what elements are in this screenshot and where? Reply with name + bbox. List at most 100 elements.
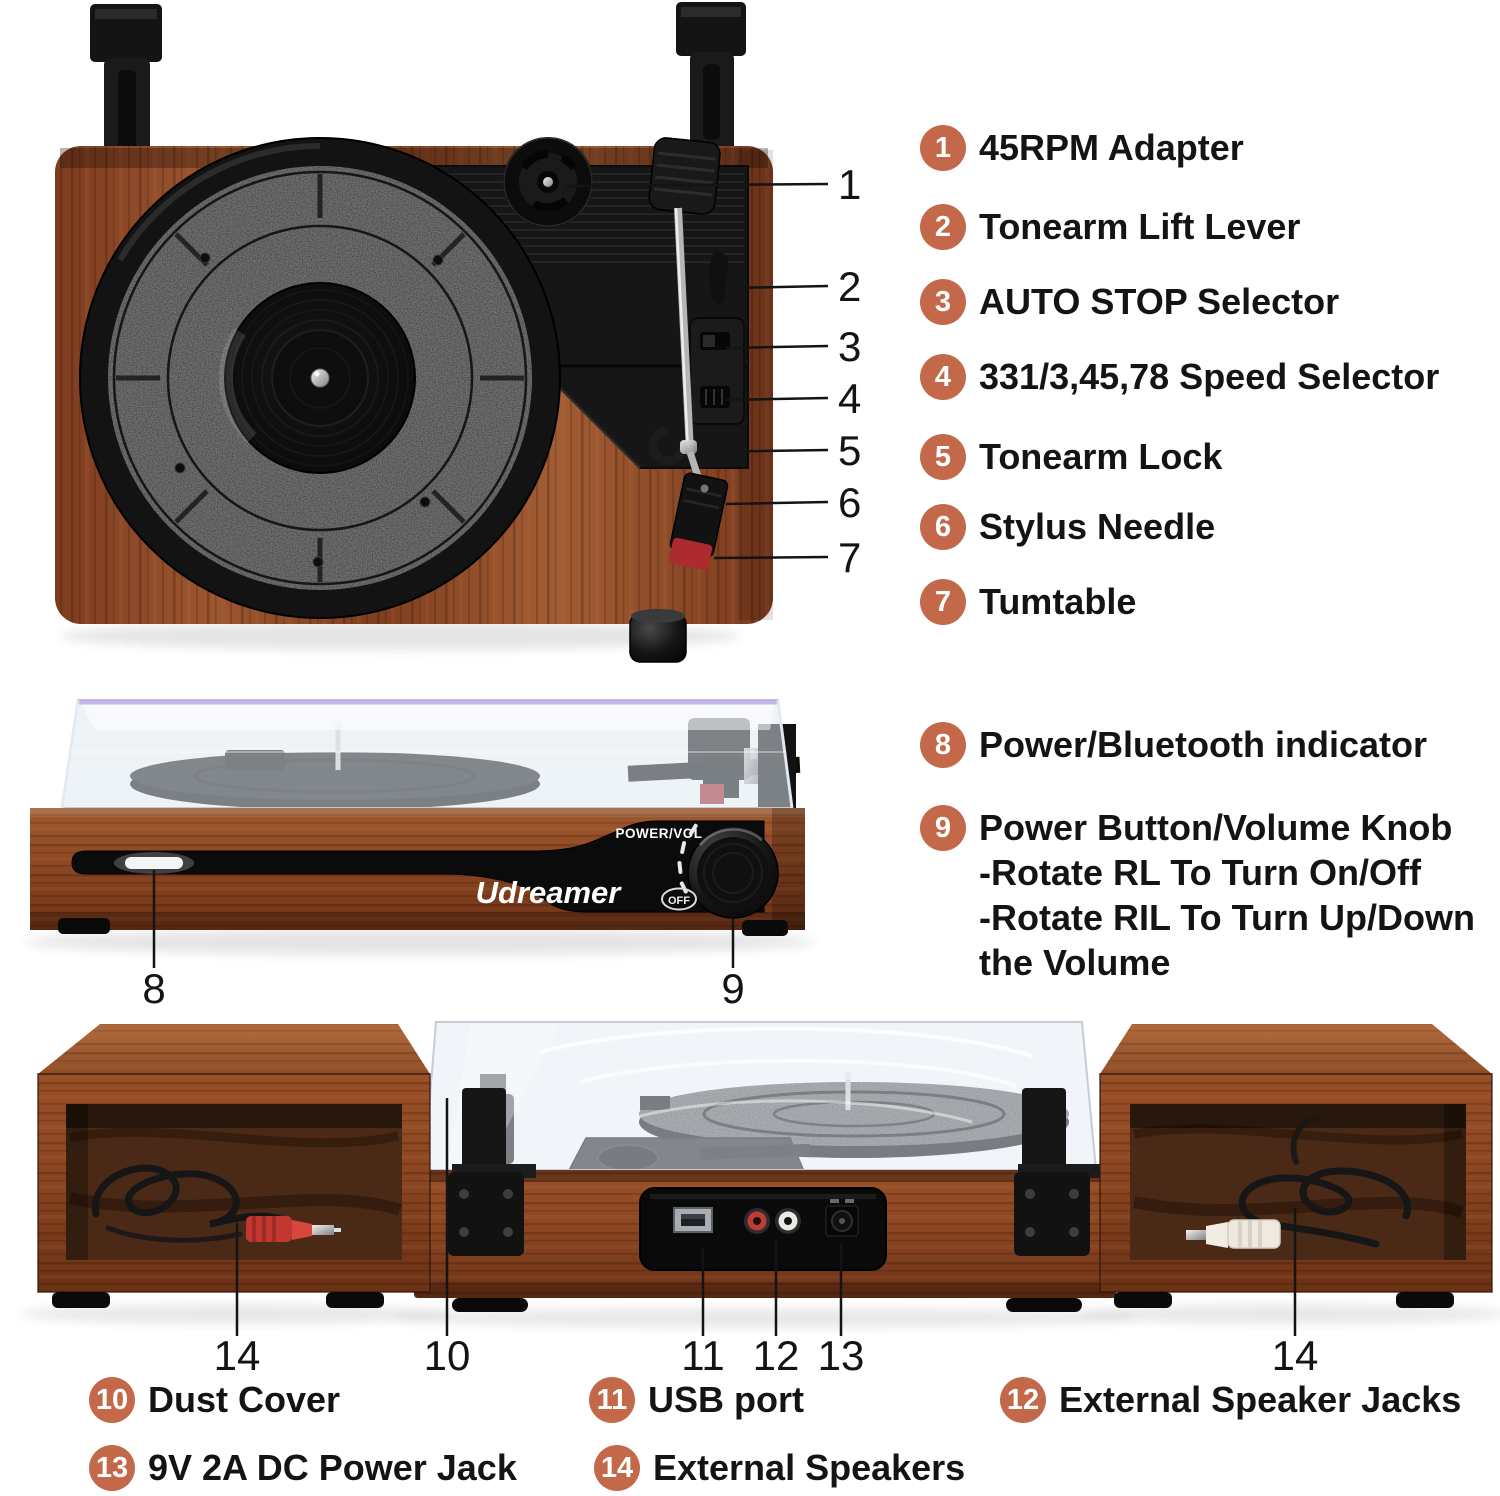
brand-logo: Udreamer bbox=[476, 875, 623, 910]
callout-number-14-left: 14 bbox=[214, 1332, 261, 1378]
legend-badge-6: 6 bbox=[920, 504, 966, 550]
legend-label-11: USB port bbox=[648, 1379, 804, 1420]
tonearm-lock bbox=[648, 426, 697, 466]
legend-item-6: 6 Stylus Needle bbox=[920, 504, 1215, 550]
dust-cover-back bbox=[422, 1021, 1098, 1171]
auto-stop-selector bbox=[689, 317, 745, 425]
vinyl-grooves bbox=[231, 289, 409, 467]
rca-jack-white bbox=[775, 1208, 801, 1234]
legend-label-2: Tonearm Lift Lever bbox=[979, 206, 1301, 247]
legend-item-9: 9 Power Button/Volume Knob -Rotate RL To… bbox=[920, 805, 1475, 985]
callout-number-6: 6 bbox=[838, 479, 861, 526]
usb-port bbox=[673, 1207, 713, 1233]
foot bbox=[326, 1292, 384, 1308]
tonearm-tube bbox=[674, 207, 694, 453]
svg-text:OFF: OFF bbox=[668, 895, 690, 907]
callout-lines-top bbox=[565, 182, 829, 560]
legend-label-9-line2: -Rotate RL To Turn On/Off bbox=[979, 852, 1421, 893]
legend-item-7: 7 Tumtable bbox=[920, 579, 1136, 625]
dust-cover bbox=[60, 699, 794, 809]
callout-number-2: 2 bbox=[838, 263, 861, 310]
callout-number-10: 10 bbox=[424, 1332, 471, 1378]
legend-badge-3: 3 bbox=[920, 279, 966, 325]
shadow bbox=[60, 622, 740, 650]
callout-number-14-right: 14 bbox=[1272, 1332, 1319, 1378]
spindle bbox=[310, 368, 330, 388]
callout-number-7: 7 bbox=[838, 534, 861, 581]
callout-number-8: 8 bbox=[142, 965, 165, 1012]
legend-label-7: Tumtable bbox=[979, 581, 1137, 622]
legend-label-9-line1: Power Button/Volume Knob bbox=[979, 807, 1453, 848]
foot bbox=[1114, 1292, 1172, 1308]
callout-numbers-top: 1 2 3 4 5 6 7 bbox=[838, 161, 861, 581]
off-label: OFF bbox=[661, 887, 697, 911]
legend-badge-10: 10 bbox=[89, 1377, 135, 1423]
legend-badge-14: 14 bbox=[594, 1445, 640, 1491]
legend-label-6: Stylus Needle bbox=[979, 506, 1216, 547]
tonearm-counterweight bbox=[648, 137, 721, 215]
foot bbox=[52, 1292, 110, 1308]
foot bbox=[58, 918, 110, 934]
legend-item-11: 11 USB port bbox=[589, 1377, 804, 1423]
cover-hinge-back-right bbox=[1014, 1088, 1102, 1256]
volume-knob-ticks bbox=[677, 823, 698, 894]
45rpm-adapter bbox=[503, 137, 593, 227]
external-speaker-left bbox=[37, 1024, 431, 1308]
foot bbox=[452, 1298, 528, 1312]
callout-number-5: 5 bbox=[838, 427, 861, 474]
legend-item-10: 10 Dust Cover bbox=[89, 1377, 340, 1423]
legend-label-1: 45RPM Adapter bbox=[979, 127, 1244, 168]
callout-number-13: 13 bbox=[818, 1332, 865, 1378]
shadow bbox=[25, 929, 815, 955]
platter-screw-holes bbox=[174, 252, 444, 568]
legend-label-10: Dust Cover bbox=[148, 1379, 341, 1420]
callout-lines-back bbox=[235, 1098, 1297, 1336]
tonearm bbox=[648, 137, 729, 571]
foot bbox=[1006, 1298, 1082, 1312]
legend-badge-9: 9 bbox=[920, 805, 966, 851]
rear-port-panel bbox=[639, 1187, 887, 1271]
turntable-back bbox=[414, 1021, 1116, 1312]
dust-cover-hinge-right bbox=[676, 2, 746, 152]
product-photo-top-view: 1 2 3 4 5 6 7 bbox=[55, 2, 861, 663]
callout-number-3: 3 bbox=[838, 323, 861, 370]
legend-badge-12: 12 bbox=[1000, 1377, 1046, 1423]
legend-item-2: 2 Tonearm Lift Lever bbox=[920, 204, 1300, 250]
rca-jack-red bbox=[744, 1208, 770, 1234]
platter-tick-marks bbox=[116, 174, 524, 582]
legend-badge-4: 4 bbox=[920, 354, 966, 400]
power-volume-knob bbox=[687, 827, 779, 919]
callout-number-4: 4 bbox=[838, 375, 861, 422]
dc-power-jack bbox=[825, 1199, 859, 1237]
dust-cover-hinge-left bbox=[90, 4, 162, 166]
product-photo-front-view: POWER/VOL Udreamer OFF 8 9 bbox=[25, 699, 815, 1012]
speed-selector bbox=[700, 386, 730, 408]
legend-badge-1: 1 bbox=[920, 125, 966, 171]
legend-label-9: Power Button/Volume Knob -Rotate RL To T… bbox=[979, 805, 1475, 985]
speaker-cable bbox=[91, 1164, 288, 1243]
legend-badge-5: 5 bbox=[920, 434, 966, 480]
legend-label-13: 9V 2A DC Power Jack bbox=[148, 1447, 517, 1488]
callout-number-11: 11 bbox=[681, 1332, 725, 1378]
callout-number-1: 1 bbox=[838, 161, 861, 208]
turntable-platter bbox=[79, 137, 561, 619]
legend-label-12: External Speaker Jacks bbox=[1059, 1379, 1462, 1420]
legend-item-1: 1 45RPM Adapter bbox=[920, 125, 1244, 171]
legend-item-12: 12 External Speaker Jacks bbox=[1000, 1377, 1461, 1423]
power-vol-label: POWER/VOL bbox=[615, 826, 702, 841]
cover-hinge-back-left bbox=[448, 1088, 536, 1256]
legend-badge-7: 7 bbox=[920, 579, 966, 625]
legend-label-3: AUTO STOP Selector bbox=[979, 281, 1340, 322]
callout-number-12: 12 bbox=[753, 1332, 800, 1378]
legend-item-14: 14 External Speakers bbox=[594, 1445, 965, 1491]
product-photo-back-view: 14 10 11 12 13 14 bbox=[20, 1021, 1500, 1378]
legend-label-8: Power/Bluetooth indicator bbox=[979, 724, 1428, 765]
front-control-panel bbox=[71, 820, 765, 913]
rca-plug-red bbox=[246, 1216, 341, 1242]
cartridge-stylus bbox=[669, 472, 729, 571]
legend-label-9-line4: the Volume bbox=[979, 942, 1171, 983]
legend-item-8: 8 Power/Bluetooth indicator bbox=[920, 722, 1427, 768]
legend-label-5: Tonearm Lock bbox=[979, 436, 1223, 477]
legend-label-4: 331/3,45,78 Speed Selector bbox=[979, 356, 1440, 397]
